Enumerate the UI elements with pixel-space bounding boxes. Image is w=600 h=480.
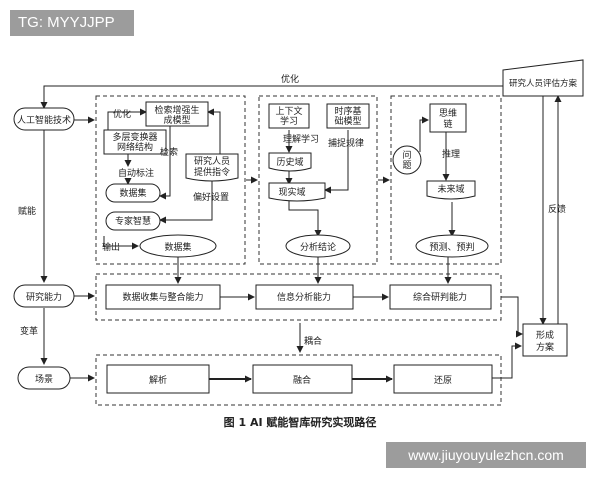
researcher-instr-label-1: 研究人员	[194, 155, 230, 167]
fuse-node	[252, 364, 353, 394]
evaluator-node	[502, 59, 584, 97]
research-ability-node	[13, 284, 75, 308]
reform-label: 变革	[20, 325, 38, 337]
retrieval-model-label-1: 检索增强生	[154, 104, 199, 116]
reality-domain-node	[268, 182, 326, 202]
forecast-node	[415, 234, 489, 258]
question-node	[392, 145, 422, 175]
panel-models	[95, 95, 246, 265]
evaluator-label: 研究人员评估方案	[509, 78, 578, 89]
panel-scenes	[95, 354, 502, 406]
preference-label: 偏好设置	[193, 191, 229, 203]
reasoning-label: 推理	[442, 148, 460, 160]
judge-ability-node	[389, 284, 492, 310]
time-series-node	[326, 103, 370, 129]
ai-tech-label: 人工智能技术	[17, 114, 71, 126]
collect-ability-label: 数据收集与整合能力	[122, 291, 203, 303]
output-label: 输出	[102, 241, 120, 253]
transformer-label-2: 网络结构	[117, 141, 153, 153]
retrieve-line	[159, 124, 171, 200]
ai-tech-node	[13, 107, 75, 131]
analyze-ability-label: 信息分析能力	[277, 291, 331, 303]
restore-node	[393, 364, 493, 394]
conclusion-label: 分析结论	[300, 241, 336, 253]
form-plan-label-2: 方案	[536, 341, 554, 353]
empower-label: 赋能	[18, 205, 36, 217]
understand-label: 理解学习	[283, 133, 319, 145]
future-domain-node	[426, 180, 476, 200]
optimize-top-label: 优化	[281, 73, 299, 85]
researcher-instr-node	[185, 153, 239, 182]
thinking-chain-node	[429, 103, 467, 133]
context-learning-label-2: 学习	[280, 115, 298, 127]
thinking-chain-label-1: 思维	[439, 107, 457, 119]
retrieve-label: 检索	[160, 146, 178, 158]
forecast-label: 预测、预判	[429, 241, 474, 253]
judge-ability-label: 综合研判能力	[413, 291, 467, 303]
dataset-small-label: 数据集	[119, 187, 146, 199]
future-domain-label: 未来域	[437, 183, 464, 195]
dataset-main-node	[139, 234, 217, 258]
collect-ability-node	[105, 284, 221, 310]
optimize-top-arrow	[40, 85, 503, 109]
dataset-small-node	[105, 183, 161, 203]
auto-label-label: 自动标注	[118, 167, 154, 179]
parse-node	[106, 364, 210, 394]
expert-wisdom-node	[105, 211, 161, 231]
expert-wisdom-label: 专家智慧	[115, 215, 151, 227]
instr-to-pref	[159, 180, 213, 224]
coupling-label: 耦合	[304, 335, 322, 347]
scenes-to-plan-arrow	[492, 342, 522, 379]
parse-label: 解析	[149, 374, 167, 386]
panel-reasoning	[390, 95, 502, 265]
reality-domain-label: 现实域	[278, 186, 305, 198]
context-learning-node	[268, 103, 310, 129]
researcher-instr-label-2: 提供指令	[194, 166, 230, 178]
abilities-to-plan-arrow	[501, 296, 523, 338]
series-to-reality	[324, 130, 349, 194]
watermark-bottom-right: www.jiuyouyulezhcn.com	[386, 442, 586, 468]
dataset-main-label: 数据集	[164, 241, 191, 253]
scene-label: 场景	[35, 374, 53, 385]
form-plan-label-1: 形成	[536, 329, 554, 341]
reality-to-conclusion	[288, 200, 322, 237]
capture-label: 捕捉规律	[328, 137, 364, 149]
transformer-label-1: 多层变换器	[112, 131, 157, 143]
thinking-chain-label-2: 链	[443, 118, 452, 130]
history-domain-label: 历史域	[276, 156, 303, 168]
output-line	[103, 236, 139, 250]
retrieval-model-node	[145, 101, 209, 127]
question-label-1: 问	[402, 149, 411, 161]
question-label-2: 题	[402, 160, 411, 171]
watermark-top-left: TG: MYYJJPP	[10, 10, 134, 36]
transformer-node	[103, 129, 167, 155]
feedback-label: 反馈	[548, 203, 566, 215]
form-plan-node	[522, 323, 568, 357]
optimize-label: 优化	[113, 108, 131, 120]
figure-caption: 图 1 AI 赋能智库研究实现路径	[224, 415, 377, 429]
time-series-label-1: 时序基	[334, 105, 361, 117]
fuse-label: 融合	[293, 374, 311, 386]
time-series-label-2: 础模型	[334, 115, 361, 127]
analyze-ability-node	[255, 284, 354, 310]
optimize-loop	[107, 108, 147, 132]
scene-node	[17, 366, 71, 390]
history-domain-node	[268, 152, 312, 172]
restore-label: 还原	[434, 374, 452, 386]
question-to-chain	[419, 116, 429, 152]
conclusion-node	[285, 234, 351, 258]
research-ability-label: 研究能力	[26, 291, 62, 303]
context-learning-label-1: 上下文	[275, 105, 302, 117]
retrieval-model-label-2: 成模型	[163, 114, 190, 126]
